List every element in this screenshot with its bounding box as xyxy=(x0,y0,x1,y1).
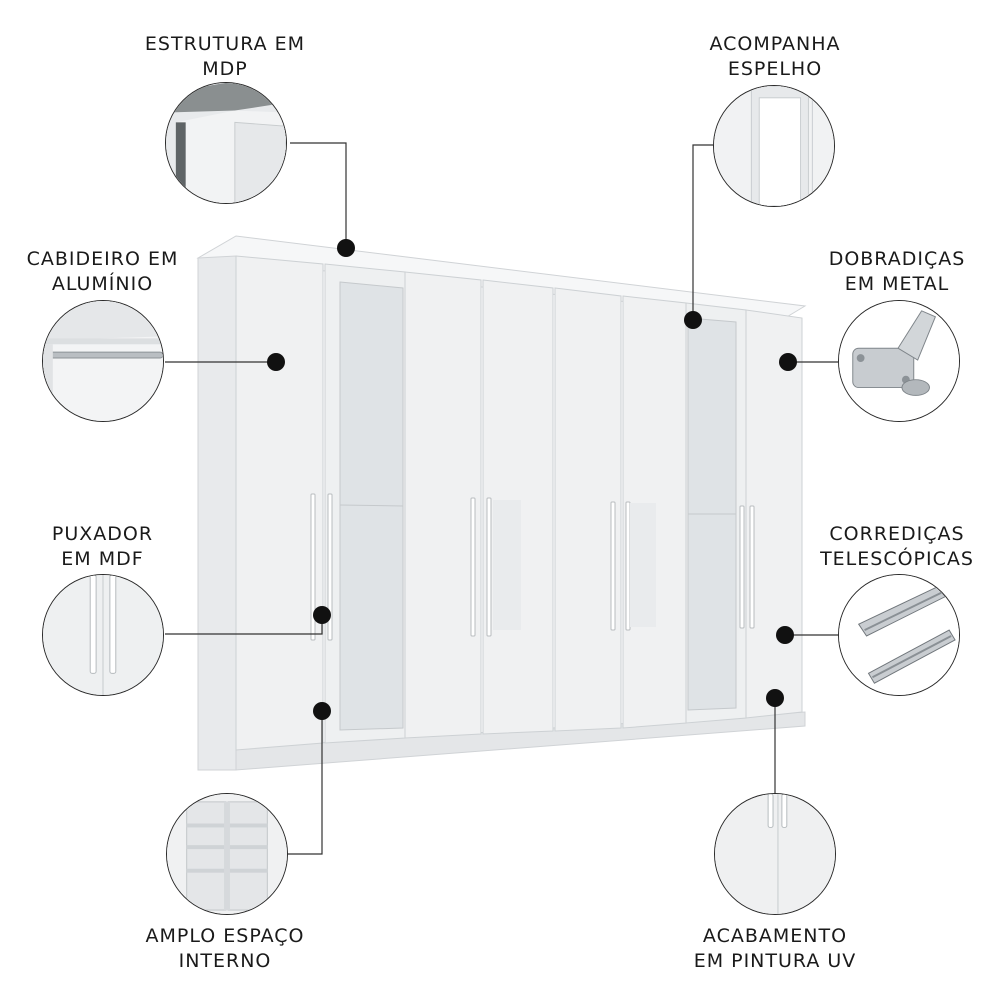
door-3 xyxy=(404,271,482,739)
handle-icon xyxy=(42,574,164,696)
feature-label-puxador: PUXADOR EM MDF xyxy=(51,523,154,570)
door-1 xyxy=(235,255,324,751)
hinge-icon xyxy=(838,300,960,422)
marker-dot xyxy=(337,239,355,257)
mirror-icon xyxy=(713,85,835,207)
feature-label-espelho: ACOMPANHA ESPELHO xyxy=(709,33,841,80)
shelves-icon xyxy=(166,793,288,915)
marker-dot xyxy=(267,353,285,371)
marker-dot xyxy=(313,606,331,624)
feature-label-dobradicas: DOBRADIÇAS EM METAL xyxy=(828,248,966,295)
feature-label-cabideiro: CABIDEIRO EM ALUMÍNIO xyxy=(26,248,179,295)
hanger-rail-icon xyxy=(42,300,164,422)
marker-dot xyxy=(776,626,794,644)
feature-label-estrutura: ESTRUTURA EM MDP xyxy=(144,33,306,80)
marker-dot xyxy=(766,689,784,707)
marker-dot xyxy=(313,702,331,720)
mdp-structure-icon xyxy=(165,82,287,204)
uv-finish-icon xyxy=(714,793,836,915)
door-8 xyxy=(745,309,803,719)
slide-rail-icon xyxy=(838,574,960,696)
feature-label-espaco: AMPLO ESPAÇO INTERNO xyxy=(145,925,305,972)
marker-dot xyxy=(779,353,797,371)
feature-label-acabamento: ACABAMENTO EM PINTURA UV xyxy=(693,925,857,972)
door-5 xyxy=(554,287,622,732)
feature-label-corredicas: CORREDIÇAS TELESCÓPICAS xyxy=(820,523,974,570)
marker-dot xyxy=(684,311,702,329)
